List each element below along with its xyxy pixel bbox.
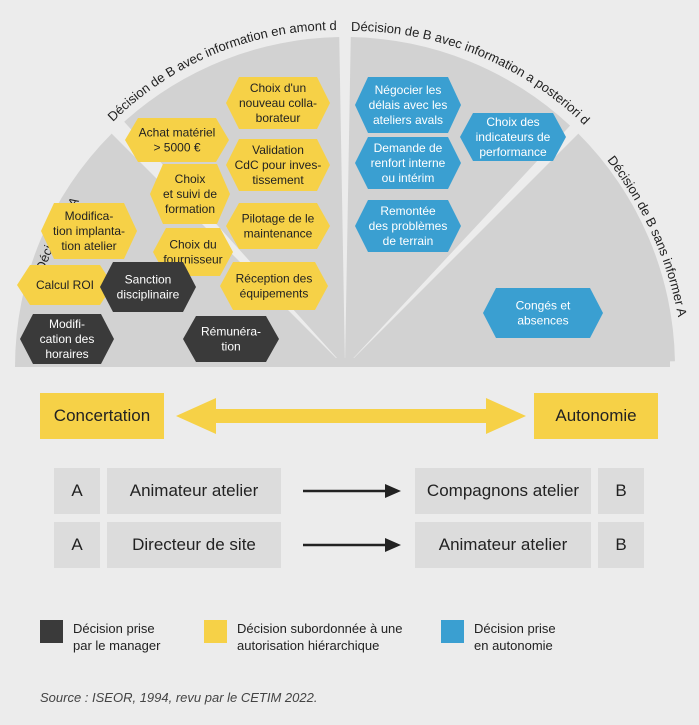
legend-manager-label: Décision prise par le manager bbox=[73, 621, 161, 653]
decision-hexagon-shape bbox=[220, 262, 328, 310]
decision-hexagon-shape bbox=[41, 203, 137, 259]
role-row-2-right-role: Animateur atelier bbox=[415, 522, 591, 568]
role-row-1-arrow bbox=[303, 484, 401, 498]
decision-hexagon-label: Modifica-tion implanta-tion atelier bbox=[53, 209, 125, 253]
role-row-1-right-role: Compagnons atelier bbox=[415, 468, 591, 514]
legend-autonomy-swatch bbox=[441, 620, 464, 643]
decision-hexagon-shape bbox=[226, 139, 330, 191]
role-row-1-left-role: Animateur atelier bbox=[107, 468, 281, 514]
decision-hexagon: Achat matériel> 5000 € bbox=[125, 118, 229, 162]
autonomie-label: Autonomie bbox=[534, 393, 658, 439]
decision-hexagon-label: Achat matériel> 5000 € bbox=[139, 126, 216, 155]
role-row-2-arrow bbox=[303, 538, 401, 552]
decision-hexagon-shape bbox=[226, 203, 330, 249]
decision-hexagon-shape bbox=[226, 77, 330, 129]
decision-hexagon-shape bbox=[150, 164, 230, 224]
role-row-1-right-code: B bbox=[598, 468, 644, 514]
decision-hexagon: Modifica-tion implanta-tion atelier bbox=[41, 203, 137, 259]
fan-baseline bbox=[20, 358, 670, 367]
decision-hexagon-shape bbox=[183, 316, 279, 362]
decision-hexagon-shape bbox=[125, 118, 229, 162]
decision-hexagon-shape bbox=[483, 288, 603, 338]
legend-subordinate-label: Décision subordonnée à une autorisation … bbox=[237, 621, 403, 653]
legend-autonomy: Décision prise en autonomie bbox=[441, 620, 556, 654]
decision-hexagon-shape bbox=[460, 113, 566, 161]
decision-hexagon-shape bbox=[20, 314, 114, 364]
decision-fan: Décision de A Décision de B avec informa… bbox=[0, 0, 690, 367]
decision-hexagon-shape bbox=[100, 262, 196, 312]
role-row-2-left-code: A bbox=[54, 522, 100, 568]
decision-hexagon-label: Calcul ROI bbox=[36, 278, 94, 292]
role-row-2-left-role: Directeur de site bbox=[107, 522, 281, 568]
decision-hexagon-shape bbox=[355, 77, 461, 133]
decision-hexagon-shape bbox=[355, 137, 461, 189]
decision-hexagon-shape bbox=[17, 265, 113, 305]
legend-manager-swatch bbox=[40, 620, 63, 643]
legend-manager: Décision prise par le manager bbox=[40, 620, 160, 654]
role-row-1-left-code: A bbox=[54, 468, 100, 514]
source-note: Source : ISEOR, 1994, revu par le CETIM … bbox=[40, 690, 318, 705]
legend-subordinate-swatch bbox=[204, 620, 227, 643]
decision-hexagon: Calcul ROI bbox=[17, 265, 113, 305]
decision-hexagon-label: Rémunéra-tion bbox=[201, 325, 261, 354]
legend-autonomy-label: Décision prise en autonomie bbox=[474, 621, 556, 653]
double-arrow-icon bbox=[176, 398, 526, 434]
decision-hexagon-shape bbox=[355, 200, 461, 252]
role-row-2-right-code: B bbox=[598, 522, 644, 568]
decision-hexagon: Rémunéra-tion bbox=[183, 316, 279, 362]
scale-arrow bbox=[176, 398, 526, 434]
legend-subordinate: Décision subordonnée à une autorisation … bbox=[204, 620, 403, 654]
concertation-label: Concertation bbox=[40, 393, 164, 439]
